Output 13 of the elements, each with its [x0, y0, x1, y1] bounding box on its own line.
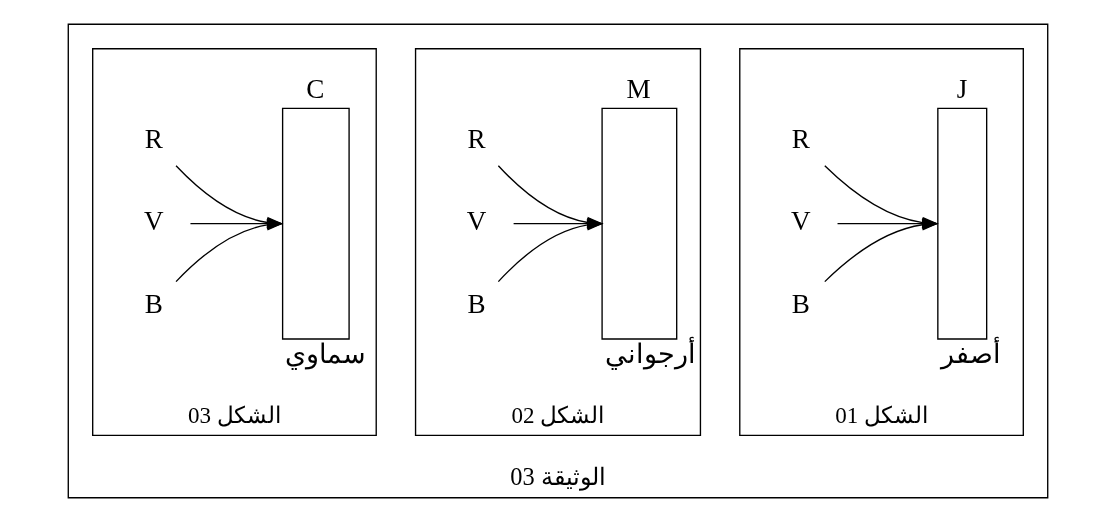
node-label: M [626, 73, 651, 104]
node-text: B [791, 289, 810, 320]
node-text: R [791, 123, 810, 154]
node-text: V [466, 206, 487, 237]
node-text: R [144, 123, 163, 154]
node-text: V [791, 206, 811, 237]
node-label: J [956, 73, 968, 104]
node-label: سماوي [285, 339, 367, 370]
node-label: C [306, 73, 325, 104]
node-text: B [144, 289, 163, 320]
node-text: V [143, 206, 164, 237]
node-text: B [467, 289, 486, 320]
node-text: R [467, 123, 486, 154]
